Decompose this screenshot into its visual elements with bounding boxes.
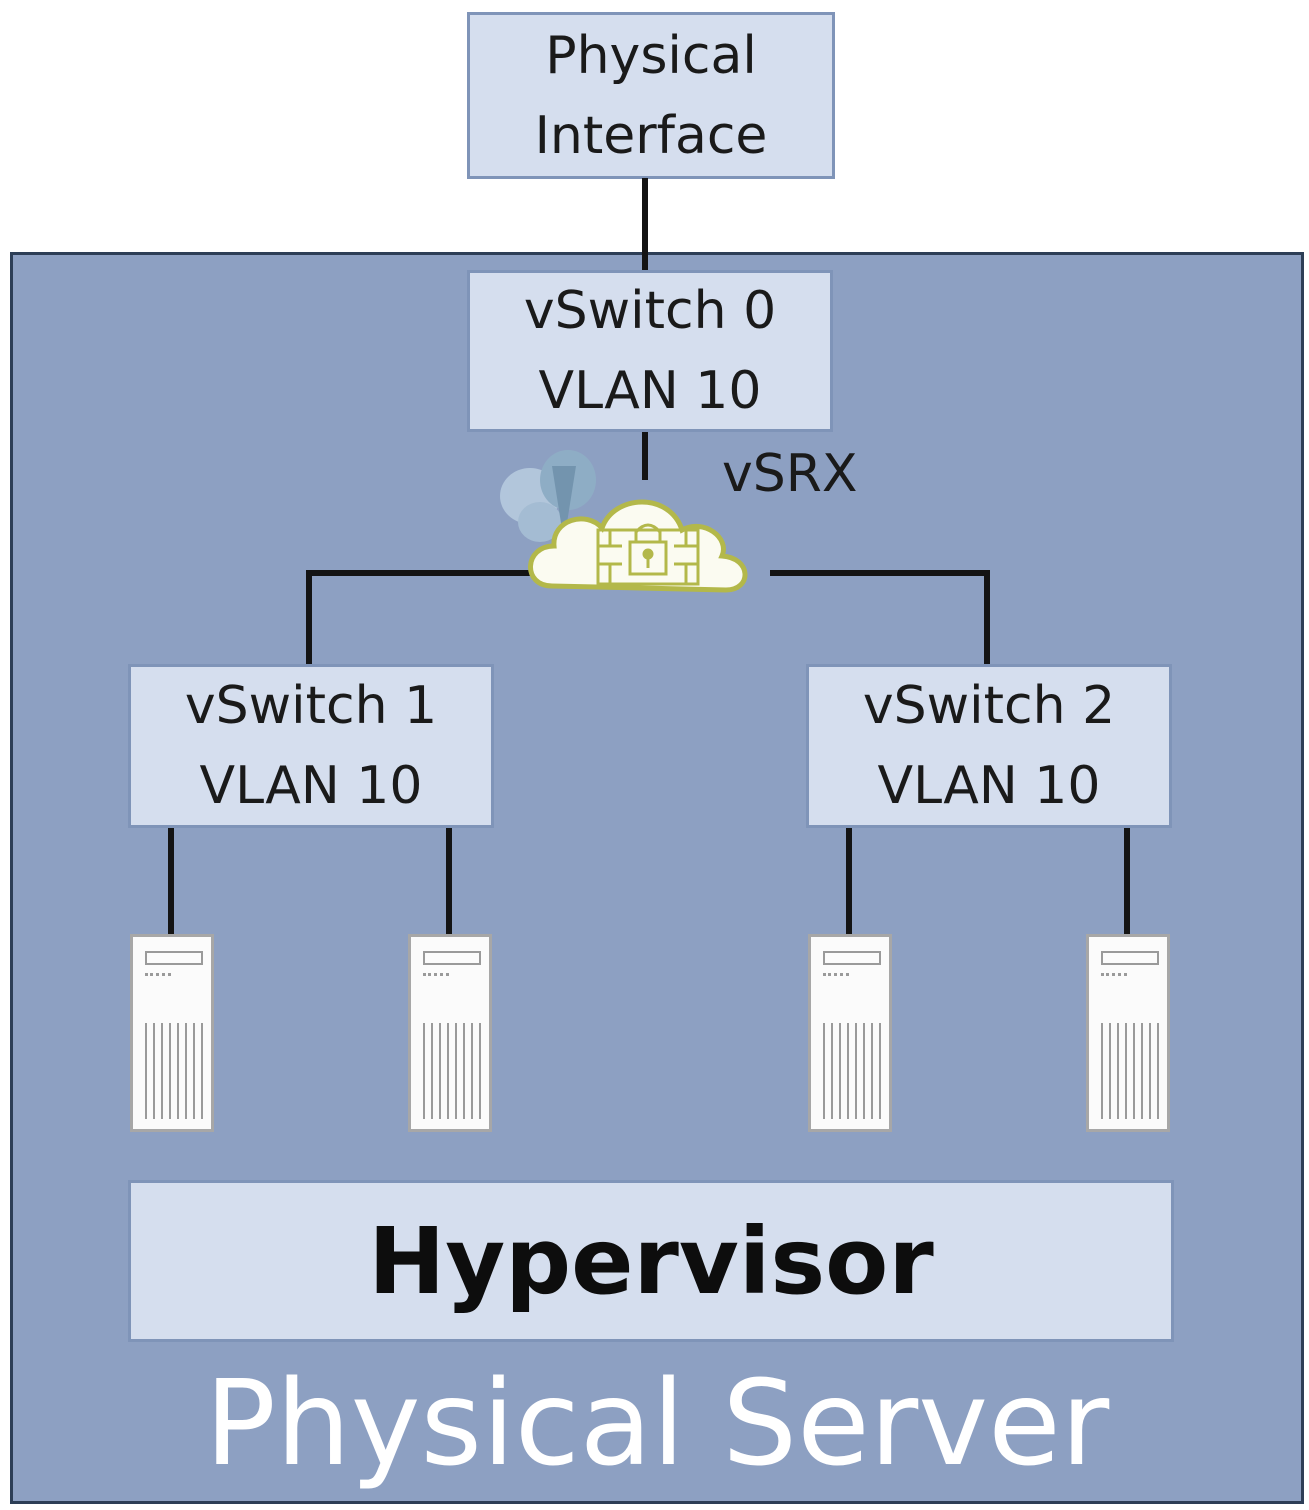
vsrx-right-branch [770, 570, 990, 576]
vswitch1-name: vSwitch 1 [184, 676, 438, 736]
vswitch2-name: vSwitch 2 [862, 676, 1116, 736]
vswitch2-vlan: VLAN 10 [877, 756, 1101, 816]
server-tower-icon [808, 934, 892, 1132]
vswitch1-vm1-connector [168, 826, 174, 936]
hypervisor-label: Hypervisor [368, 1207, 934, 1315]
server-tower-icon [1086, 934, 1170, 1132]
vsrx-logo-icon [500, 450, 596, 542]
vswitch0-box: vSwitch 0 VLAN 10 [467, 270, 833, 432]
physical-server-label: Physical Server [204, 1354, 1110, 1492]
vswitch0-to-vsrx-connector [642, 430, 648, 480]
vsrx-left-branch [306, 570, 536, 576]
vswitch1-box: vSwitch 1 VLAN 10 [128, 664, 494, 828]
vswitch0-name: vSwitch 0 [523, 281, 777, 341]
physical-interface-label-line1: Physical [545, 25, 757, 86]
vswitch2-vm4-connector [1124, 826, 1130, 936]
server-tower-icon [130, 934, 214, 1132]
uplink-connector [642, 178, 648, 274]
vsrx-right-drop [984, 570, 990, 666]
vsrx-label: vSRX [722, 444, 858, 504]
vswitch1-vm2-connector [446, 826, 452, 936]
hypervisor-box: Hypervisor [128, 1180, 1174, 1342]
vswitch1-vlan: VLAN 10 [199, 756, 423, 816]
firewall-cloud-icon [500, 450, 748, 593]
vswitch0-vlan: VLAN 10 [538, 361, 762, 421]
server-tower-icon [408, 934, 492, 1132]
vswitch2-vm3-connector [846, 826, 852, 936]
vsrx-left-drop [306, 570, 312, 666]
vswitch2-box: vSwitch 2 VLAN 10 [806, 664, 1172, 828]
physical-interface-label-line2: Interface [534, 105, 768, 166]
physical-interface-box: Physical Interface [467, 12, 835, 179]
